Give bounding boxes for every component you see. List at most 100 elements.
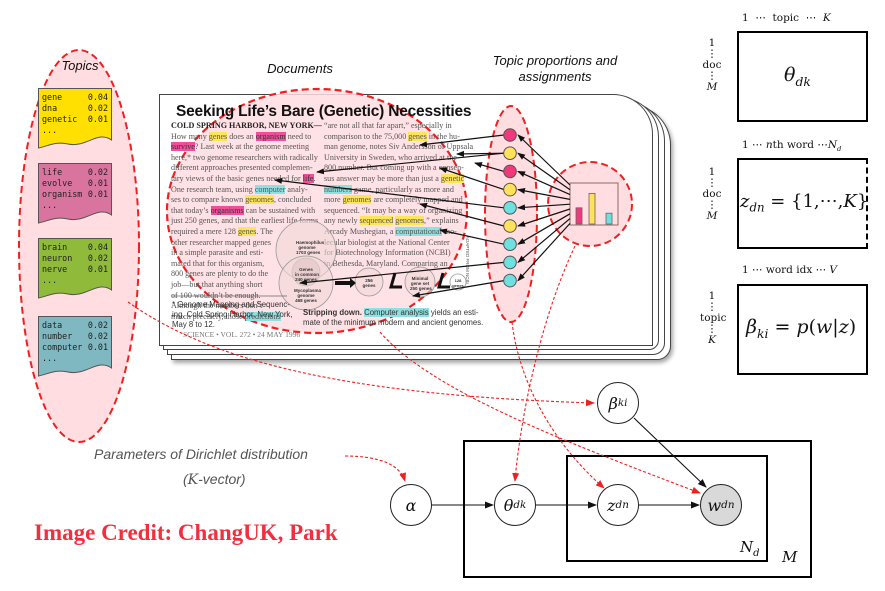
topic-word-prob: 0.04 xyxy=(87,242,108,252)
theta-matrix-formula: θdk xyxy=(784,64,811,89)
minimal-label-2: gene set xyxy=(410,281,430,286)
z-matrix-row-header: 1⋮doc⋮M xyxy=(702,166,722,222)
minimal-set-label: Minimal gene set 250 genes xyxy=(410,276,432,291)
text-segment: How many xyxy=(171,131,209,141)
document-text-line: other researcher mapped genes xyxy=(171,238,291,249)
text-segment: here,* two genome researchers with radic… xyxy=(171,152,318,162)
text-segment: man genome, notes Siv Andersson of Uppsa… xyxy=(324,142,474,152)
topic-proportions-label: Topic proportions and assignments xyxy=(470,53,640,85)
proportion-arrow xyxy=(517,134,571,186)
node-beta-sub: ki xyxy=(617,397,628,409)
topic-word: neuron xyxy=(42,253,73,263)
document-text-line: mated that for this organism, xyxy=(171,259,291,270)
document-title: Seeking Life’s Bare (Genetic) Necessitie… xyxy=(176,103,472,120)
text-segment: One research team, using xyxy=(171,184,255,194)
text-segment: game, particularly as more and xyxy=(351,184,454,194)
text-segment: mated that for this organism, xyxy=(171,258,265,268)
document-footnote: * Genome Mapping and Sequenc- ing, Cold … xyxy=(172,300,292,330)
document-text-line: for Biotechnology Information (NCBI) xyxy=(324,248,473,259)
topics-label: Topics xyxy=(61,58,99,73)
topic-proportions-line2: assignments xyxy=(518,69,592,84)
text-segment: Although the numbers don’t xyxy=(171,301,263,311)
topic-word-row: dna 0.02 xyxy=(42,103,112,114)
node-z-label: z xyxy=(607,495,616,515)
node-theta-sub: dk xyxy=(513,499,527,511)
highlighted-word: organisms xyxy=(210,205,244,215)
text-segment: ,” explains xyxy=(424,216,459,226)
topic-word-prob: 0.02 xyxy=(87,253,108,263)
link-proportions-to-theta xyxy=(512,245,576,482)
g256-label-1: 256 xyxy=(365,278,373,283)
paren-open: ( xyxy=(183,471,188,487)
text-segment: . xyxy=(313,173,316,183)
topic-word-prob: 0.01 xyxy=(87,189,108,199)
text-segment: tary views of the basic genes needed for xyxy=(171,173,303,183)
beta-matrix-col-header: 1 ⋯ word idx ⋯ V xyxy=(742,264,838,276)
theta-matrix xyxy=(737,31,868,122)
document-text-line: One research team, using computer analy- xyxy=(171,184,322,196)
highlighted-word: genes xyxy=(208,131,228,141)
text-segment: University in Sweden, who arrived at the xyxy=(324,152,457,162)
proportion-arrow xyxy=(517,218,571,264)
mycoplasma-label-1: Mycoplasma xyxy=(294,288,322,293)
figure-side-credit: ADAPTED FROM NCBI xyxy=(465,236,470,284)
assignment-arrow xyxy=(419,202,505,227)
topic-ellipsis: ... xyxy=(42,125,58,135)
haemophilus-label-2: genome xyxy=(298,245,316,250)
node-w-sub: dn xyxy=(721,499,735,511)
proportion-arrow xyxy=(517,152,571,191)
node-alpha-label: α xyxy=(405,495,417,515)
plate-documents-label: M xyxy=(782,548,798,566)
proportion-arrow xyxy=(517,222,571,282)
document-text-line: of 100 wouldn’t be enough. xyxy=(171,291,291,302)
link-assignments-to-z xyxy=(511,321,605,489)
document-left-column: COLD SPRING HARBOR, NEW YORK—How many ge… xyxy=(171,121,322,322)
text-segment: of 100 wouldn’t be enough. xyxy=(171,290,261,300)
highlighted-word: genomes xyxy=(342,195,372,205)
k-symbol: K xyxy=(187,472,199,488)
topic-word: computer xyxy=(42,342,83,352)
topic-word: number xyxy=(42,331,73,341)
histogram-bar-cyan xyxy=(605,212,613,225)
text-segment: that today’s xyxy=(171,205,211,215)
text-segment: just 250 genes, and that the earliest li… xyxy=(171,216,319,226)
topic-word: data xyxy=(42,320,63,330)
haemophilus-label: Haemophilus genome 1703 genes xyxy=(296,240,324,255)
text-segment: lecular biologist at the National Center xyxy=(324,237,450,247)
haemophilus-label-3: 1703 genes xyxy=(296,250,321,255)
figure-caption-highlight: Computer analysis xyxy=(364,308,429,317)
g128-label-1: 128 xyxy=(454,278,462,283)
text-segment: any newly xyxy=(324,216,360,226)
minimal-label-1: Minimal xyxy=(411,276,429,281)
common-label-2: in common xyxy=(295,272,320,277)
topic-proportions-line1: Topic proportions and xyxy=(492,53,618,68)
assignment-dot-cyan xyxy=(503,201,517,215)
highlighted-word: genes xyxy=(408,131,427,141)
text-segment: ses to compare known xyxy=(171,195,246,205)
document-text-line: COLD SPRING HARBOR, NEW YORK— xyxy=(171,121,322,132)
topic-word-prob: 0.02 xyxy=(87,103,108,113)
node-alpha[interactable]: α xyxy=(390,484,432,526)
theta-matrix-row-header: 1⋮doc⋮M xyxy=(702,37,722,93)
z-matrix xyxy=(737,158,868,249)
highlighted-word: survive xyxy=(171,142,195,152)
text-segment: mo- xyxy=(441,226,457,236)
topic-word-prob: 0.01 xyxy=(87,178,108,188)
text-segment: 800 genes are plenty to do the xyxy=(171,269,269,279)
topic-word: dna xyxy=(42,103,58,113)
proportion-arrow xyxy=(517,203,571,211)
footnote-line-1: * Genome Mapping and Sequenc- xyxy=(172,300,290,309)
document-text-line: job—but that anything short xyxy=(171,280,291,291)
text-segment: in the hu- xyxy=(426,131,460,141)
assignment-arrow xyxy=(299,261,505,286)
document-highlight-circle xyxy=(165,87,469,335)
highlighted-word: sequenced xyxy=(359,216,394,226)
document-text-line: ses to compare known genomes, concluded xyxy=(171,195,322,206)
g256-label-2: genes xyxy=(362,283,376,288)
